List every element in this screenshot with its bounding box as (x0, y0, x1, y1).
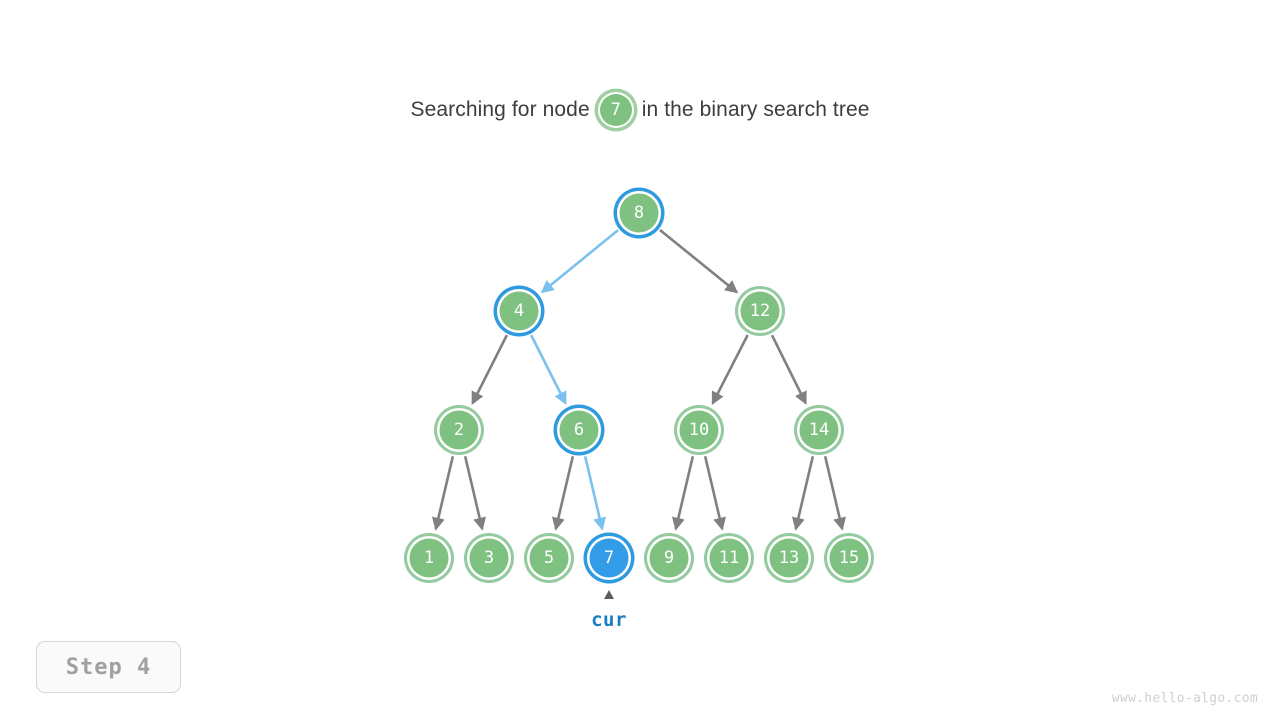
tree-edge (711, 334, 749, 406)
tree-node-5[interactable]: 5 (527, 536, 571, 580)
tree-edge (792, 455, 815, 531)
title-target-node-badge: 7 (597, 92, 634, 128)
tree-node-8[interactable]: 8 (617, 191, 661, 235)
tree-edge (529, 334, 567, 405)
tree-edge (540, 229, 619, 294)
tree-node-1[interactable]: 1 (407, 536, 451, 580)
tree-node-15[interactable]: 15 (827, 536, 871, 580)
tree-edge (659, 228, 739, 294)
title-prefix: Searching for node (410, 98, 590, 121)
tree-node-6[interactable]: 6 (557, 408, 601, 452)
tree-edge (583, 455, 606, 531)
tree-node-11[interactable]: 11 (707, 536, 751, 580)
cur-pointer: cur (569, 590, 649, 631)
tree-edge (471, 334, 509, 405)
step-badge: Step 4 (36, 641, 181, 693)
tree-node-9[interactable]: 9 (647, 536, 691, 580)
tree-node-12[interactable]: 12 (738, 289, 782, 333)
tree-node-3[interactable]: 3 (467, 536, 511, 580)
tree-node-10[interactable]: 10 (677, 408, 721, 452)
tree-node-13[interactable]: 13 (767, 536, 811, 580)
cur-pointer-label: cur (591, 609, 627, 631)
page-title: Searching for node 7 in the binary searc… (0, 92, 1280, 128)
tree-edge (463, 455, 486, 531)
tree-edge (552, 455, 575, 531)
tree-edge (703, 455, 726, 531)
tree-edge (770, 334, 807, 405)
tree-node-14[interactable]: 14 (797, 408, 841, 452)
watermark: www.hello-algo.com (1111, 691, 1258, 706)
tree-node-2[interactable]: 2 (437, 408, 481, 452)
tree-edge (672, 455, 695, 531)
tree-node-4[interactable]: 4 (497, 289, 541, 333)
tree-edge (823, 455, 846, 531)
tree-edge (432, 455, 455, 531)
title-suffix: in the binary search tree (641, 98, 870, 121)
caret-up-icon (604, 590, 614, 599)
tree-node-7[interactable]: 7 (587, 536, 631, 580)
